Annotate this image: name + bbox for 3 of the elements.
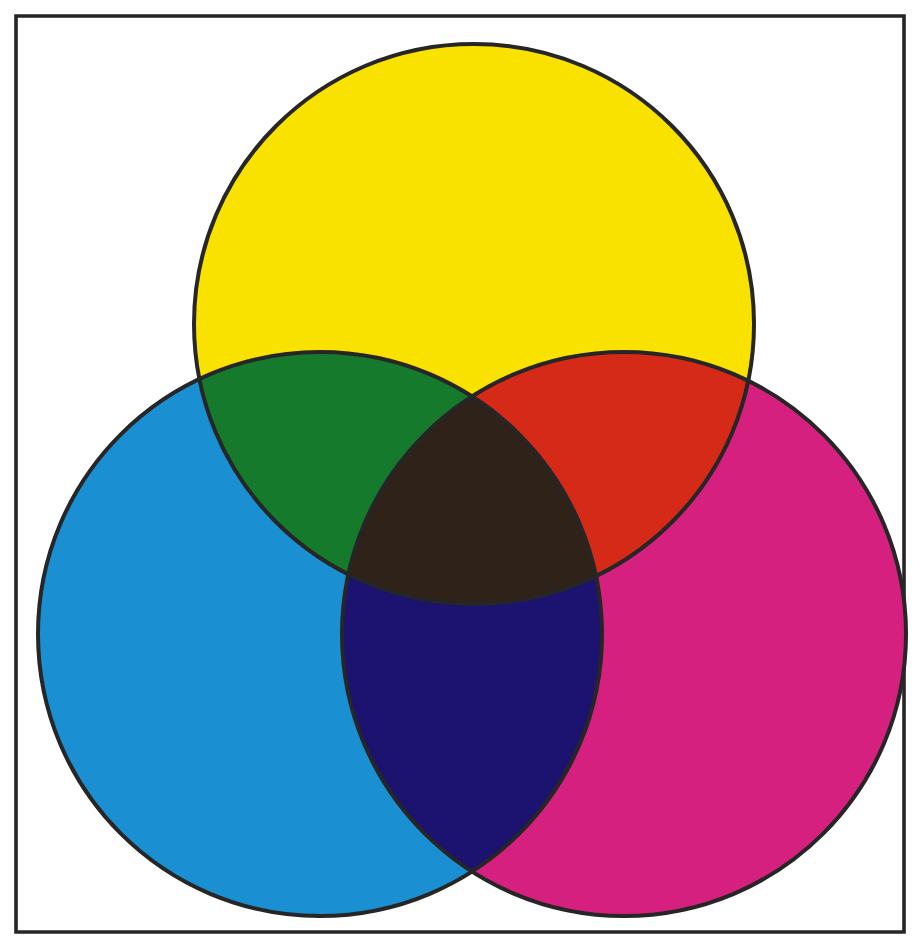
circle-outline (192, 42, 756, 606)
circle-outline (36, 350, 604, 918)
circle-outline (340, 350, 908, 918)
